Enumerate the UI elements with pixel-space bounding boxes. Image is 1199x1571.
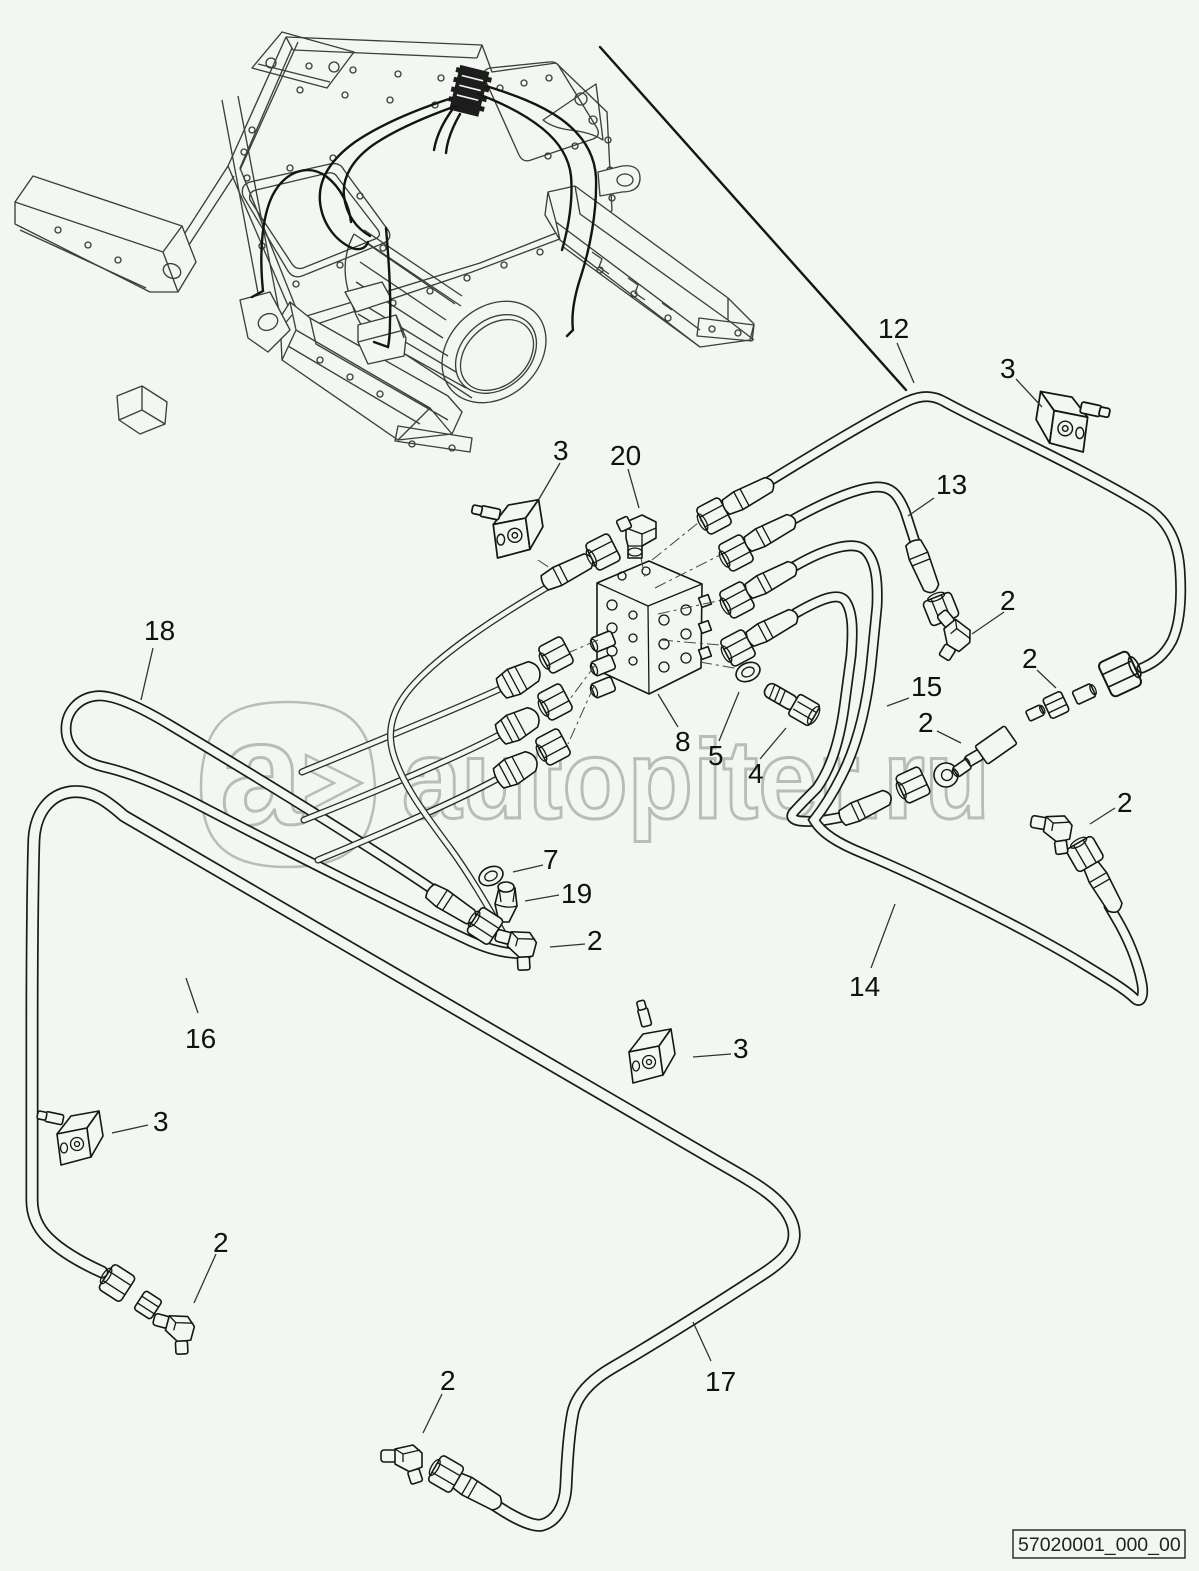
svg-text:2: 2 [1000, 585, 1016, 616]
svg-text:3: 3 [553, 435, 569, 466]
svg-text:18: 18 [144, 615, 175, 646]
svg-text:17: 17 [705, 1366, 736, 1397]
svg-text:3: 3 [153, 1106, 169, 1137]
svg-text:19: 19 [561, 878, 592, 909]
svg-text:20: 20 [610, 440, 641, 471]
svg-text:2: 2 [1117, 787, 1133, 818]
svg-text:a: a [220, 691, 304, 856]
svg-text:7: 7 [543, 844, 559, 875]
svg-text:2: 2 [587, 925, 603, 956]
svg-text:16: 16 [185, 1023, 216, 1054]
svg-text:15: 15 [911, 671, 942, 702]
svg-text:14: 14 [849, 971, 880, 1002]
svg-text:3: 3 [1000, 353, 1016, 384]
svg-text:57020001_000_00: 57020001_000_00 [1018, 1534, 1181, 1556]
svg-text:8: 8 [675, 726, 691, 757]
svg-text:5: 5 [708, 740, 724, 771]
svg-text:12: 12 [878, 313, 909, 344]
svg-text:2: 2 [440, 1365, 456, 1396]
svg-text:3: 3 [733, 1033, 749, 1064]
svg-text:2: 2 [918, 707, 934, 738]
svg-text:2: 2 [1022, 643, 1038, 674]
svg-text:4: 4 [748, 758, 764, 789]
svg-text:2: 2 [213, 1227, 229, 1258]
svg-text:13: 13 [936, 469, 967, 500]
